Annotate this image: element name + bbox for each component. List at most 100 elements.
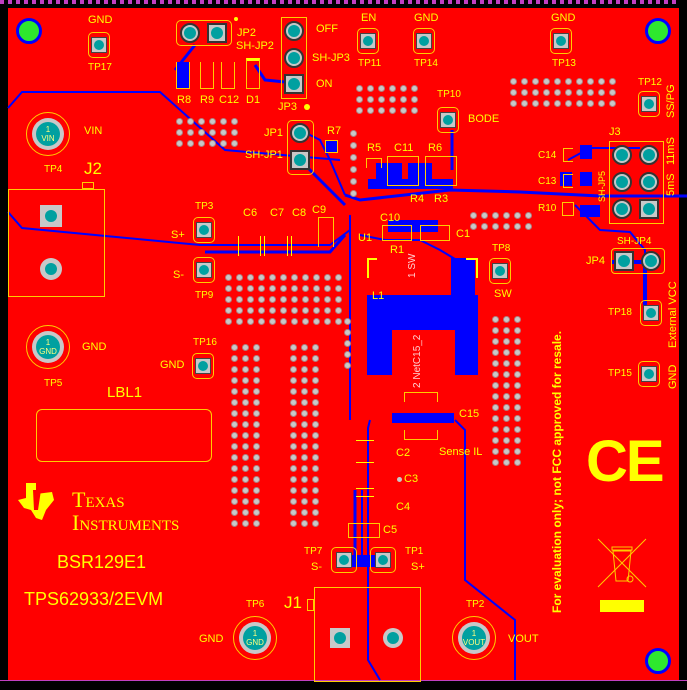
jp3-designator: JP3: [278, 101, 297, 113]
board-edge-bottom: [0, 680, 687, 690]
pin-number: 1: [471, 629, 477, 638]
r7-pad: [325, 140, 338, 153]
jp4-designator: JP4: [586, 255, 605, 267]
j3-pin-3[interactable]: [612, 172, 632, 192]
net-name: VIN: [41, 134, 55, 143]
weee-crossed-bin-icon: [597, 538, 647, 588]
c7-designator: C7: [270, 207, 285, 219]
fiducial-bottom-right: [645, 648, 671, 674]
jp1-pin-2[interactable]: [290, 150, 310, 170]
test-point-tp10[interactable]: [437, 107, 459, 133]
jp3-pin-on[interactable]: [284, 74, 304, 94]
test-point-tp16[interactable]: [192, 353, 214, 379]
j3-pin-6[interactable]: [639, 199, 659, 219]
j3-pin-2[interactable]: [639, 145, 659, 165]
c1-designator: C1: [456, 228, 471, 240]
c11-footprint: [387, 156, 419, 186]
jp2-pin-1[interactable]: [180, 23, 200, 43]
tp8-net-label: SW: [494, 288, 512, 300]
jp3-outline: [281, 17, 307, 99]
via-column: [350, 130, 357, 197]
c2-outline: [356, 462, 374, 463]
c1-footprint: [420, 225, 450, 241]
test-point-tp13[interactable]: [550, 28, 572, 54]
via-array: [492, 316, 521, 466]
test-point-tp14[interactable]: [413, 28, 435, 54]
ti-wordmark-line1: Texas: [72, 489, 125, 511]
c13-footprint: [563, 174, 573, 188]
c4-outline: [356, 496, 374, 497]
sh-jp3-label: SH-JP3: [312, 52, 350, 64]
j1-pin-1[interactable]: [330, 628, 350, 648]
jp4-pin-2[interactable]: [641, 251, 661, 271]
j1-designator: J1: [284, 593, 302, 612]
l1-corner: [466, 258, 476, 260]
c7-outline: [260, 236, 261, 256]
d1-footprint: [246, 58, 260, 89]
jp1-outline: [287, 120, 314, 175]
test-point-tp17[interactable]: [88, 32, 110, 58]
test-point-tp12[interactable]: [638, 91, 660, 117]
c5-designator: C5: [383, 524, 398, 536]
lbl1-designator: LBL1: [107, 384, 143, 401]
jp1-designator: JP1: [264, 127, 283, 139]
c8-designator: C8: [292, 207, 307, 219]
tp7-net-label: S-: [311, 561, 322, 573]
via-array: [231, 344, 260, 527]
c9-footprint: [318, 217, 334, 247]
j2-pin-1[interactable]: [40, 205, 62, 227]
c6-designator: C6: [243, 207, 258, 219]
r10-designator: R10: [538, 203, 557, 214]
tp9-designator: TP9: [195, 290, 214, 301]
pin-number: 1: [45, 125, 51, 134]
c9-designator: C9: [312, 204, 327, 216]
netc15-net-name: NetC15_2: [412, 334, 423, 380]
test-point-tp18[interactable]: [640, 300, 662, 326]
tp13-designator: TP13: [552, 58, 576, 69]
jp3-pin-off[interactable]: [284, 21, 304, 41]
c4-outline: [356, 488, 374, 489]
j1-pin-2[interactable]: [383, 628, 403, 648]
sh-jp5-label: SH-JP5: [597, 170, 607, 202]
jp1-pin-1[interactable]: [290, 123, 310, 143]
fiducial-top-left: [16, 18, 42, 44]
c5-footprint: [348, 523, 380, 538]
tp2-net-label: VOUT: [508, 633, 539, 645]
test-point-tp11[interactable]: [357, 28, 379, 54]
test-point-tp9[interactable]: [193, 257, 215, 283]
c8-outline: [287, 236, 288, 256]
test-point-tp7[interactable]: [331, 547, 357, 573]
j3-11ms-label: 11mS: [665, 137, 677, 165]
j3-pin-1[interactable]: [612, 145, 632, 165]
r5-designator: R5: [367, 142, 382, 154]
test-point-tp15[interactable]: [638, 361, 660, 387]
j2-pin-2[interactable]: [40, 258, 62, 280]
tp8-designator[interactable]: TP8: [492, 243, 511, 254]
jp4-pin-1[interactable]: [614, 251, 634, 271]
c13-designator: C13: [538, 176, 557, 187]
tp14-net-label: GND: [414, 12, 439, 24]
test-point-tp3[interactable]: [193, 217, 215, 243]
test-point-tp1[interactable]: [370, 547, 396, 573]
c15-designator: C15: [459, 408, 480, 420]
jp2-outline: [176, 20, 232, 46]
j2-outline: [8, 189, 105, 297]
tp13-net-label: GND: [551, 12, 576, 24]
pin1-marker-icon: [234, 17, 238, 21]
j3-pin-4[interactable]: [639, 172, 659, 192]
via-array: [290, 344, 319, 527]
jp3-pin-common[interactable]: [284, 48, 304, 68]
jp2-pin-2[interactable]: [207, 23, 227, 43]
tp1-net-label: S+: [411, 561, 425, 573]
tp5-designator: TP5: [44, 378, 63, 389]
test-point-tp8[interactable]: [489, 258, 511, 284]
j3-pin-5[interactable]: [612, 199, 632, 219]
j3-designator: J3: [609, 126, 621, 138]
c2-designator: C2: [396, 447, 411, 459]
